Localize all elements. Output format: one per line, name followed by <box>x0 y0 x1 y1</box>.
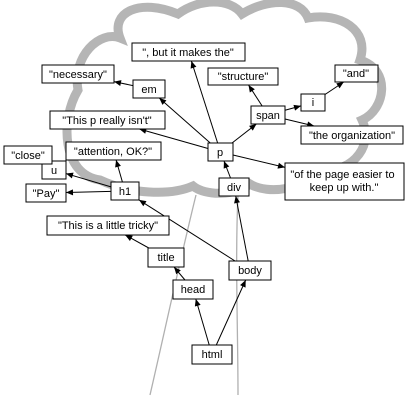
node-em: em <box>132 79 166 99</box>
svg-text:div: div <box>227 182 242 194</box>
node-title: title <box>147 247 185 268</box>
arrowhead-span-to-i <box>293 104 301 111</box>
svg-text:title: title <box>157 252 174 264</box>
edges-layer <box>36 60 345 346</box>
arrowhead-title-to-title_text <box>125 235 133 242</box>
arrowhead-head-to-title <box>174 267 181 275</box>
node-p: p <box>207 142 234 162</box>
arrowhead-em-to-necessary <box>114 80 122 86</box>
svg-text:u: u <box>51 165 57 177</box>
node-title-text: "This is a little tricky" <box>46 215 170 236</box>
edge-html-to-head <box>195 298 210 346</box>
svg-text:"structure": "structure" <box>218 71 269 83</box>
svg-text:"necessary": "necessary" <box>49 69 107 81</box>
svg-text:i: i <box>312 97 314 109</box>
svg-text:"This is a little tricky": "This is a little tricky" <box>58 220 158 232</box>
svg-text:html: html <box>202 349 223 361</box>
edge-body-to-h1 <box>138 199 236 262</box>
svg-text:em: em <box>141 84 156 96</box>
svg-text:"and": "and" <box>343 68 369 80</box>
node-h1: h1 <box>110 181 140 201</box>
node-span: span <box>250 105 286 125</box>
svg-text:body: body <box>238 265 262 277</box>
node-page-easier: "of the page easier to keep up with." <box>284 162 405 201</box>
svg-text:span: span <box>256 110 280 122</box>
edge-body-to-div <box>235 195 249 262</box>
edge-h1-to-u <box>65 173 112 188</box>
node-body: body <box>228 260 272 281</box>
svg-text:"close": "close" <box>11 150 45 162</box>
arrowhead-html-to-head <box>194 299 201 307</box>
svg-text:"attention, OK?": "attention, OK?" <box>74 146 152 158</box>
node-div: div <box>218 177 250 197</box>
edge-p-to-p_text1 <box>139 128 209 149</box>
edge-p-to-page_easier <box>232 154 286 168</box>
arrowhead-h1-to-pay <box>66 189 74 196</box>
nodes-layer: html head body title "This is a little t… <box>3 42 405 365</box>
node-pay: "Pay" <box>25 183 67 203</box>
node-p-text1: "This p really isn't" <box>49 110 166 130</box>
node-i: i <box>300 93 326 112</box>
arrowhead-p-to-page_easier <box>277 162 285 169</box>
node-organization: "the organization" <box>300 125 404 145</box>
svg-text:", but it makes the": ", but it makes the" <box>142 47 234 59</box>
arrowhead-div-to-p <box>223 161 230 169</box>
arrowhead-html-to-body <box>240 280 246 288</box>
arrowhead-body-to-h1 <box>139 199 147 207</box>
node-structure: "structure" <box>207 67 279 86</box>
arrowhead-h1-to-u <box>66 172 74 179</box>
arrowhead-h1-to-attention <box>115 160 121 168</box>
svg-text:"the organization": "the organization" <box>309 130 395 142</box>
arrowhead-p-to-span <box>249 124 257 131</box>
node-page-easier-label: "of the page easier to keep up with." <box>290 169 397 194</box>
svg-text:p: p <box>217 147 223 159</box>
node-close: "close" <box>3 145 53 165</box>
node-attention: "attention, OK?" <box>65 141 162 161</box>
arrowhead-p-to-but <box>190 61 197 69</box>
node-u: u <box>41 160 67 180</box>
edge-h1-to-pay <box>65 190 112 193</box>
node-necessary: "necessary" <box>41 64 115 84</box>
arrowhead-i-to-and <box>336 82 344 89</box>
arrowhead-span-to-structure <box>248 85 255 93</box>
edge-p-to-em <box>158 97 211 144</box>
arrowhead-p-to-em <box>159 98 167 105</box>
svg-text:"Pay": "Pay" <box>33 188 60 200</box>
node-head: head <box>172 279 214 300</box>
node-and: "and" <box>334 64 379 83</box>
node-but: ", but it makes the" <box>131 42 246 62</box>
svg-text:"This p really isn't": "This p really isn't" <box>62 115 151 127</box>
svg-text:h1: h1 <box>119 186 131 198</box>
node-html: html <box>191 344 233 365</box>
edge-p-to-but <box>190 60 219 144</box>
arrowhead-body-to-div <box>234 196 240 204</box>
svg-text:head: head <box>181 284 205 296</box>
edge-html-to-body <box>215 279 247 346</box>
